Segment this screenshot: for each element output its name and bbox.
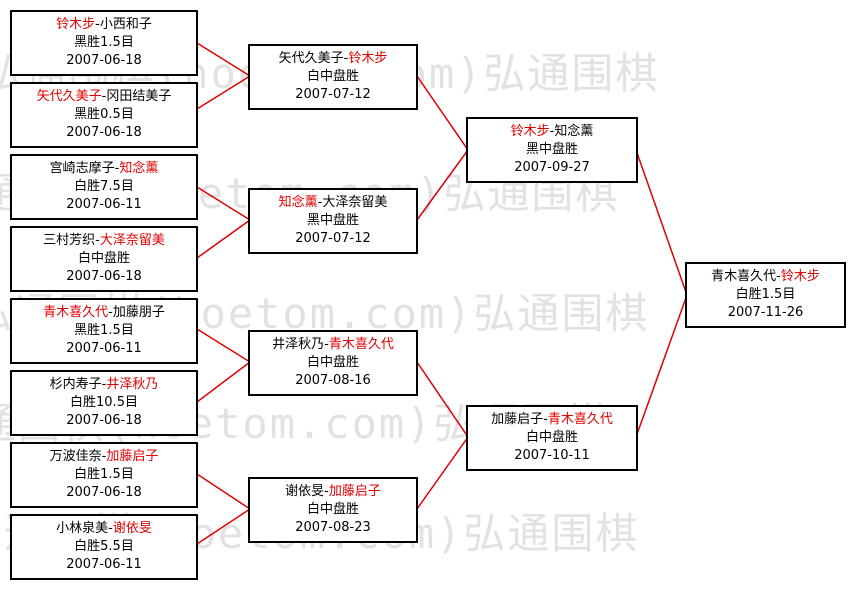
player-2: 大泽奈留美: [322, 195, 388, 210]
match-players: 矢代久美子-冈田结美子: [36, 89, 172, 104]
match-date: 2007-08-16: [295, 373, 371, 388]
match-box: 铃木步-小西和子 黑胜1.5目 2007-06-18: [10, 10, 198, 76]
match-result: 白胜1.5目: [74, 467, 134, 482]
player-1: 铃木步: [510, 124, 550, 139]
match-players: 宫崎志摩子-知念薰: [49, 161, 159, 176]
match-players: 铃木步-知念薰: [510, 124, 594, 139]
match-result: 白胜7.5目: [74, 179, 134, 194]
match-players: 青木喜久代-铃木步: [711, 269, 820, 284]
player-1: 矢代久美子: [278, 51, 344, 66]
match-result: 黑胜0.5目: [74, 107, 134, 122]
player-1: 谢依旻: [285, 484, 325, 499]
match-box: 矢代久美子-铃木步 白中盘胜 2007-07-12: [248, 44, 418, 110]
player-2: 知念薰: [554, 124, 594, 139]
match-box: 小林泉美-谢依旻 白胜5.5目 2007-06-11: [10, 514, 198, 580]
player-1: 井泽秋乃: [272, 337, 325, 352]
match-date: 2007-07-12: [295, 231, 371, 246]
match-box: 万波佳奈-加藤启子 白胜1.5目 2007-06-18: [10, 442, 198, 508]
match-date: 2007-10-11: [514, 448, 590, 463]
player-2: 大泽奈留美: [99, 233, 165, 248]
player-2: 加藤启子: [106, 449, 159, 464]
match-box: 青木喜久代-加藤朋子 黑胜1.5目 2007-06-11: [10, 298, 198, 364]
player-1: 矢代久美子: [36, 89, 102, 104]
bracket-connector: [635, 149, 688, 438]
player-2: 井泽秋乃: [106, 377, 159, 392]
match-result: 白胜1.5目: [735, 287, 796, 302]
bracket-connector: [196, 186, 252, 259]
match-box: 矢代久美子-冈田结美子 黑胜0.5目 2007-06-18: [10, 82, 198, 148]
match-result: 黑中盘胜: [306, 213, 359, 228]
match-players: 矢代久美子-铃木步: [278, 51, 388, 66]
match-date: 2007-06-11: [66, 197, 142, 212]
match-box: 宫崎志摩子-知念薰 白胜7.5目 2007-06-11: [10, 154, 198, 220]
match-result: 白中盘胜: [306, 355, 359, 370]
bracket-connector: [196, 42, 252, 110]
match-result: 白中盘胜: [306, 69, 359, 84]
match-box: 谢依旻-加藤启子 白中盘胜 2007-08-23: [248, 477, 418, 543]
player-1: 万波佳奈: [49, 449, 102, 464]
match-box: 杉内寿子-井泽秋乃 白胜10.5目 2007-06-18: [10, 370, 198, 436]
player-2: 铃木步: [780, 269, 820, 284]
bracket-connector: [196, 328, 252, 403]
player-2: 冈田结美子: [106, 89, 172, 104]
match-date: 2007-11-26: [727, 305, 804, 320]
match-players: 三村芳织-大泽奈留美: [43, 233, 165, 248]
player-1: 知念薰: [278, 195, 318, 210]
player-1: 小林泉美: [56, 521, 109, 536]
match-players: 井泽秋乃-青木喜久代: [272, 337, 394, 352]
bracket-connector: [196, 473, 252, 545]
match-result: 黑胜1.5目: [74, 323, 134, 338]
player-2: 铃木步: [348, 51, 388, 66]
player-2: 青木喜久代: [328, 337, 394, 352]
match-date: 2007-06-18: [66, 413, 142, 428]
player-1: 杉内寿子: [49, 377, 102, 392]
player-1: 铃木步: [56, 17, 96, 32]
match-players: 谢依旻-加藤启子: [285, 484, 381, 499]
match-box: 井泽秋乃-青木喜久代 白中盘胜 2007-08-16: [248, 330, 418, 396]
player-2: 加藤朋子: [112, 305, 165, 320]
match-box: 加藤启子-青木喜久代 白中盘胜 2007-10-11: [466, 405, 638, 471]
match-result: 黑胜1.5目: [74, 35, 134, 50]
player-2: 小西和子: [99, 17, 152, 32]
player-1: 宫崎志摩子: [49, 161, 115, 176]
player-1: 三村芳织: [43, 233, 96, 248]
match-players: 加藤启子-青木喜久代: [491, 412, 613, 427]
match-date: 2007-06-18: [66, 53, 142, 68]
bracket-connector: [416, 361, 469, 510]
player-2: 青木喜久代: [547, 412, 613, 427]
bracket-connector: [416, 75, 469, 221]
match-date: 2007-06-18: [66, 269, 142, 284]
match-players: 青木喜久代-加藤朋子: [43, 305, 165, 320]
match-result: 白中盘胜: [306, 502, 359, 517]
match-players: 铃木步-小西和子: [56, 17, 152, 32]
match-date: 2007-09-27: [514, 160, 590, 175]
match-players: 杉内寿子-井泽秋乃: [49, 377, 159, 392]
match-result: 白中盘胜: [525, 430, 578, 445]
player-2: 知念薰: [119, 161, 159, 176]
match-date: 2007-08-23: [295, 520, 371, 535]
match-date: 2007-07-12: [295, 87, 371, 102]
player-1: 青木喜久代: [43, 305, 109, 320]
match-box: 三村芳织-大泽奈留美 白中盘胜 2007-06-18: [10, 226, 198, 292]
match-players: 万波佳奈-加藤启子: [49, 449, 159, 464]
match-date: 2007-06-11: [66, 341, 142, 356]
match-date: 2007-06-11: [66, 557, 142, 572]
match-result: 黑中盘胜: [525, 142, 578, 157]
match-box: 青木喜久代-铃木步 白胜1.5目 2007-11-26: [685, 262, 846, 328]
player-2: 谢依旻: [112, 521, 152, 536]
player-1: 青木喜久代: [711, 269, 777, 284]
match-box: 铃木步-知念薰 黑中盘胜 2007-09-27: [466, 117, 638, 183]
match-date: 2007-06-18: [66, 125, 142, 140]
match-result: 白胜5.5目: [74, 539, 134, 554]
match-result: 白胜10.5目: [70, 395, 138, 410]
match-result: 白中盘胜: [77, 251, 130, 266]
player-1: 加藤启子: [491, 412, 544, 427]
match-box: 知念薰-大泽奈留美 黑中盘胜 2007-07-12: [248, 188, 418, 254]
match-players: 知念薰-大泽奈留美: [278, 195, 388, 210]
match-date: 2007-06-18: [66, 485, 142, 500]
match-players: 小林泉美-谢依旻: [56, 521, 152, 536]
player-2: 加藤启子: [328, 484, 381, 499]
